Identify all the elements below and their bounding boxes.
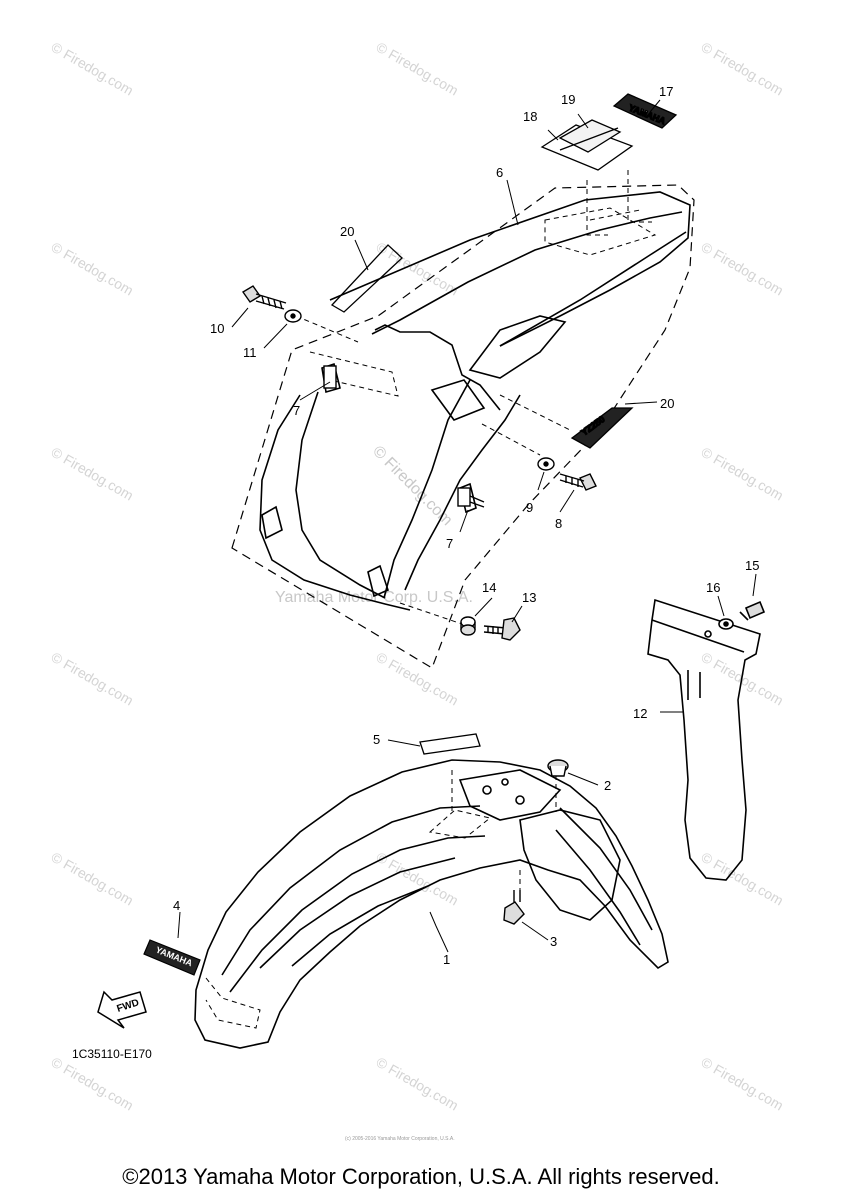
collar-14	[460, 616, 476, 636]
watermark: © Firedog.com	[49, 39, 137, 99]
washer-11-hole	[290, 313, 296, 319]
callout-6: 6	[496, 165, 503, 180]
front-fender-outline	[194, 759, 669, 1049]
center-watermark-yamaha: Yamaha Motor Corp. U.S.A.	[275, 589, 473, 606]
callout-14: 14	[482, 580, 496, 595]
screw-15	[739, 600, 766, 621]
callout-1: 1	[443, 952, 450, 967]
callout-11: 11	[243, 345, 257, 360]
rear-fender-right-edge	[404, 394, 521, 591]
mud-flap	[647, 598, 766, 881]
watermark: © Firedog.com	[374, 39, 462, 99]
watermark: © Firedog.com	[699, 239, 787, 299]
callouts: 6 20 18 19 17 10 11 7 20 9 8 7 14 13 16 …	[173, 84, 759, 967]
bolt-8	[559, 473, 597, 491]
bolt-10	[241, 285, 287, 310]
callout-18: 18	[523, 109, 537, 124]
washer-9-hole	[543, 461, 549, 467]
front-hardware	[503, 759, 569, 925]
callout-4: 4	[173, 898, 180, 913]
rear-fender	[259, 191, 691, 611]
diagram-code: 1C35110-E170	[72, 1047, 152, 1061]
callout-10: 10	[210, 321, 224, 336]
fwd-arrow: FWD	[97, 990, 147, 1029]
front-fender-mount	[458, 769, 562, 821]
callout-20-left: 20	[340, 224, 354, 239]
watermark: © Firedog.com	[374, 239, 462, 299]
callout-16: 16	[706, 580, 720, 595]
leader-lines	[205, 170, 657, 1029]
rear-fender-top	[329, 191, 691, 347]
copyright-footer: ©2013 Yamaha Motor Corporation, U.S.A. A…	[122, 1164, 720, 1189]
watermark: © Firedog.com	[49, 649, 137, 709]
decal-20-left	[330, 244, 403, 313]
front-fender-ridge-3	[259, 857, 456, 969]
small-print: (c) 2005-2016 Yamaha Motor Corporation, …	[345, 1136, 455, 1142]
watermark: © Firedog.com	[699, 444, 787, 504]
nut-7	[323, 365, 485, 508]
callout-3: 3	[550, 934, 557, 949]
watermark: © Firedog.com	[699, 1054, 787, 1114]
rear-fender-inner-side	[383, 379, 471, 599]
callout-7-upper: 7	[293, 403, 300, 418]
callout-7-lower: 7	[446, 536, 453, 551]
rear-fender-mount-plate	[261, 505, 283, 540]
front-fender-ridge-4	[291, 885, 429, 967]
hardware	[241, 285, 597, 641]
front-fender-ridge-5	[555, 829, 641, 946]
grommet-2	[547, 759, 569, 777]
washer-16	[718, 618, 734, 630]
callout-8: 8	[555, 516, 562, 531]
rear-fender-inner	[295, 391, 386, 599]
decal-17-shape	[612, 93, 678, 129]
decal-19-divider	[559, 127, 619, 151]
rear-fender-lip	[259, 394, 411, 611]
decal-4: YAMAHA	[143, 939, 201, 976]
callout-9: 9	[526, 500, 533, 515]
callout-2: 2	[604, 778, 611, 793]
watermark: © Firedog.com	[374, 1054, 462, 1114]
watermark: © Firedog.com	[49, 239, 137, 299]
watermark: © Firedog.com	[49, 849, 137, 909]
callout-12: 12	[633, 706, 647, 721]
watermark: © Firedog.com	[49, 1054, 137, 1114]
rear-fender-sweep	[499, 231, 687, 347]
front-fender	[194, 759, 669, 1049]
front-fender-ridge-6	[559, 807, 653, 931]
front-fender-ridge-1	[221, 805, 481, 976]
callout-20-right: 20	[660, 396, 674, 411]
rear-fender-side	[371, 211, 683, 335]
rear-fender-outline	[231, 184, 695, 669]
front-fender-ridge-2	[229, 835, 486, 993]
decal-20-right: YZ250	[570, 407, 634, 449]
solid-leaders	[177, 99, 757, 953]
front-fender-skirt	[519, 809, 621, 921]
decal-5	[419, 733, 481, 755]
rear-fender-mount-plate-lower	[367, 564, 389, 598]
callout-13: 13	[522, 590, 536, 605]
watermark: © Firedog.com	[699, 39, 787, 99]
watermark: © Firedog.com	[374, 649, 462, 709]
watermark: © Firedog.com	[49, 444, 137, 504]
decal-18-shape	[540, 124, 634, 171]
rear-fender-bracket	[430, 379, 486, 421]
rear-fender-vent	[468, 315, 567, 379]
callout-5: 5	[373, 732, 380, 747]
callout-17: 17	[659, 84, 673, 99]
callout-15: 15	[745, 558, 759, 573]
bolt-3	[503, 890, 525, 925]
rear-fender-mount	[374, 324, 501, 411]
bolt-13	[483, 617, 521, 641]
callout-19: 19	[561, 92, 575, 107]
